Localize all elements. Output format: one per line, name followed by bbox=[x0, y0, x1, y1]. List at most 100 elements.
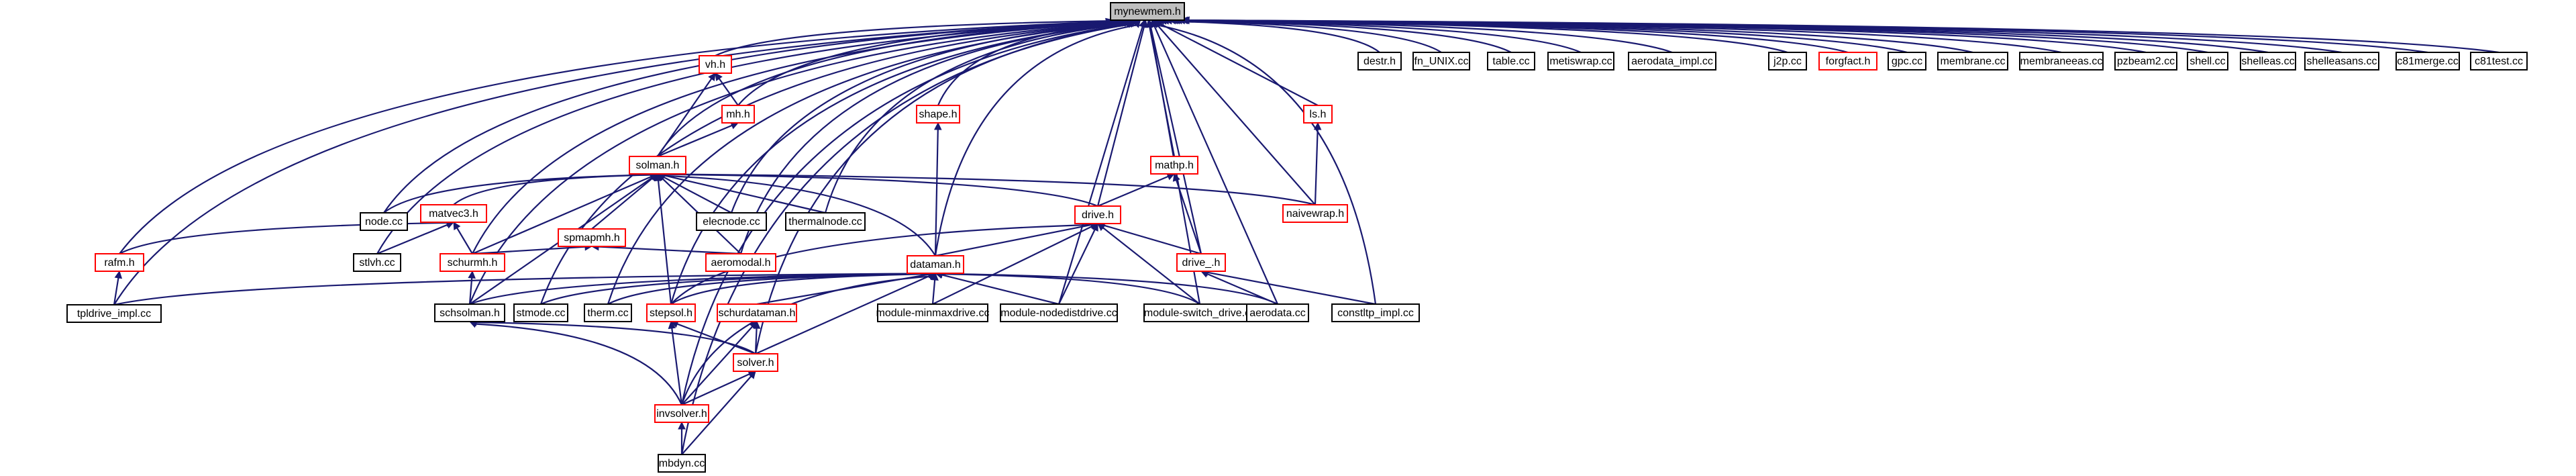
graph-node-nodecc[interactable]: node.cc bbox=[360, 212, 408, 231]
node-box bbox=[1303, 105, 1333, 124]
arrowhead-icon bbox=[654, 173, 662, 182]
dependency-edge bbox=[824, 23, 1131, 213]
graph-node-invsolver[interactable]: invsolver.h bbox=[654, 404, 709, 423]
node-label: module-switch_drive.cc bbox=[1144, 307, 1255, 319]
node-box bbox=[1487, 52, 1535, 70]
graph-node-ls[interactable]: ls.h bbox=[1303, 105, 1333, 124]
dependency-edge bbox=[931, 279, 936, 305]
arrowhead-icon bbox=[1124, 19, 1133, 28]
node-label: j2p.cc bbox=[1773, 56, 1802, 67]
graph-node-forgfact[interactable]: forgfact.h bbox=[1818, 52, 1877, 70]
graph-node-rafm[interactable]: rafm.h bbox=[95, 253, 144, 272]
dependency-edge bbox=[1102, 227, 1200, 305]
graph-node-thermalnode[interactable]: thermalnode.cc bbox=[785, 212, 866, 231]
graph-node-destr[interactable]: destr.h bbox=[1357, 52, 1402, 70]
node-label: aerodata.cc bbox=[1249, 307, 1306, 319]
node-box bbox=[629, 156, 686, 175]
node-box bbox=[360, 212, 408, 231]
graph-node-j2p[interactable]: j2p.cc bbox=[1768, 52, 1807, 70]
graph-node-switchdrive[interactable]: module-switch_drive.cc bbox=[1143, 303, 1256, 322]
node-box bbox=[2187, 52, 2228, 70]
graph-node-aerodata[interactable]: aerodata.cc bbox=[1246, 303, 1309, 322]
graph-node-drive[interactable]: drive.h bbox=[1074, 205, 1121, 224]
graph-node-solman[interactable]: solman.h bbox=[629, 156, 686, 175]
graph-node-dataman[interactable]: dataman.h bbox=[907, 255, 964, 274]
dependency-edge bbox=[468, 21, 1119, 305]
graph-node-membrane[interactable]: membrane.cc bbox=[1937, 52, 2008, 70]
node-label: solver.h bbox=[737, 357, 774, 369]
dependency-edge bbox=[657, 180, 672, 305]
graph-node-schsolman[interactable]: schsolman.h bbox=[434, 303, 505, 322]
node-label: fn_UNIX.cc bbox=[1414, 56, 1469, 67]
dependency-edge bbox=[476, 322, 756, 354]
graph-node-shell[interactable]: shell.cc bbox=[2187, 52, 2228, 70]
dependency-edge bbox=[472, 175, 652, 255]
node-box bbox=[1547, 52, 1614, 70]
node-label: shell.cc bbox=[2189, 56, 2225, 67]
graph-node-schurmh[interactable]: schurmh.h bbox=[440, 253, 505, 272]
node-label: stmode.cc bbox=[517, 307, 566, 319]
graph-node-stmode[interactable]: stmode.cc bbox=[513, 303, 568, 322]
graph-node-stlvh[interactable]: stlvh.cc bbox=[353, 253, 401, 272]
node-label: drive.h bbox=[1082, 209, 1114, 221]
arrowhead-icon bbox=[708, 73, 716, 81]
dependency-edge bbox=[680, 23, 1127, 455]
dependency-edge bbox=[664, 173, 1098, 207]
graph-node-shelleasans[interactable]: shelleasans.cc bbox=[2304, 52, 2379, 70]
node-label: metiswrap.cc bbox=[1549, 56, 1612, 67]
graph-node-aeromodal[interactable]: aeromodal.h bbox=[705, 253, 776, 272]
dependency-edge bbox=[607, 22, 1124, 305]
node-box bbox=[733, 353, 778, 372]
graph-node-elecnode[interactable]: elecnode.cc bbox=[696, 212, 767, 231]
node-box bbox=[696, 212, 767, 231]
arrowhead-icon bbox=[1097, 223, 1106, 232]
dependency-edge bbox=[1176, 180, 1202, 254]
dependency-edge bbox=[1153, 26, 1279, 305]
edge-layer bbox=[113, 16, 2500, 455]
node-label: membraneeas.cc bbox=[2020, 56, 2103, 67]
graph-node-c81merge[interactable]: c81merge.cc bbox=[2395, 52, 2460, 70]
dependency-edge bbox=[670, 273, 929, 305]
node-label: stepsol.h bbox=[650, 307, 692, 319]
graph-node-gpc[interactable]: gpc.cc bbox=[1888, 52, 1926, 70]
node-box bbox=[2395, 52, 2460, 70]
graph-node-c81test[interactable]: c81test.cc bbox=[2470, 52, 2528, 70]
node-box bbox=[1888, 52, 1926, 70]
graph-node-root[interactable]: mynewmem.h bbox=[1110, 2, 1185, 21]
graph-node-aerodataimpl[interactable]: aerodata_impl.cc bbox=[1628, 52, 1716, 70]
graph-node-tpldrive[interactable]: tpldrive_impl.cc bbox=[66, 304, 162, 323]
node-label: table.cc bbox=[1492, 56, 1529, 67]
graph-node-spmapmh[interactable]: spmapmh.h bbox=[558, 228, 626, 247]
graph-node-vh[interactable]: vh.h bbox=[699, 55, 732, 74]
graph-node-minmax[interactable]: module-minmaxdrive.cc bbox=[876, 303, 990, 322]
graph-node-table[interactable]: table.cc bbox=[1487, 52, 1535, 70]
graph-node-mathp[interactable]: mathp.h bbox=[1150, 156, 1198, 175]
graph-node-fnunix[interactable]: fn_UNIX.cc bbox=[1412, 52, 1470, 70]
graph-node-schurdataman[interactable]: schurdataman.h bbox=[717, 303, 797, 322]
node-label: module-minmaxdrive.cc bbox=[876, 307, 990, 319]
graph-node-drive_[interactable]: drive_.h bbox=[1176, 253, 1226, 272]
graph-node-nodedist[interactable]: module-nodedistdrive.cc bbox=[1000, 303, 1118, 322]
node-label: mh.h bbox=[726, 109, 750, 120]
graph-node-therm[interactable]: therm.cc bbox=[584, 303, 632, 322]
graph-node-metiswrap[interactable]: metiswrap.cc bbox=[1547, 52, 1614, 70]
graph-node-solver[interactable]: solver.h bbox=[733, 353, 778, 372]
dependency-edge bbox=[468, 277, 473, 305]
graph-node-mh[interactable]: mh.h bbox=[721, 105, 755, 124]
graph-node-constltp[interactable]: constltp_impl.cc bbox=[1331, 303, 1420, 322]
node-label: shelleas.cc bbox=[2241, 56, 2294, 67]
graph-node-membraneeas[interactable]: membraneeas.cc bbox=[2019, 52, 2104, 70]
graph-node-shape[interactable]: shape.h bbox=[916, 105, 960, 124]
dependency-edge bbox=[755, 275, 930, 355]
dependency-edge bbox=[657, 21, 1125, 157]
graph-node-matvec3[interactable]: matvec3.h bbox=[420, 204, 487, 223]
node-box bbox=[1246, 303, 1309, 322]
graph-node-naivewrap[interactable]: naivewrap.h bbox=[1282, 204, 1348, 223]
graph-node-pzbeam2[interactable]: pzbeam2.cc bbox=[2114, 52, 2177, 70]
graph-node-mbdyn[interactable]: mbdyn.cc bbox=[658, 454, 706, 473]
dependency-edge bbox=[663, 176, 732, 213]
dependency-edge bbox=[664, 175, 826, 214]
arrowhead-icon bbox=[1172, 173, 1180, 182]
graph-node-shelleas[interactable]: shelleas.cc bbox=[2240, 52, 2296, 70]
graph-node-stepsol[interactable]: stepsol.h bbox=[646, 303, 696, 322]
